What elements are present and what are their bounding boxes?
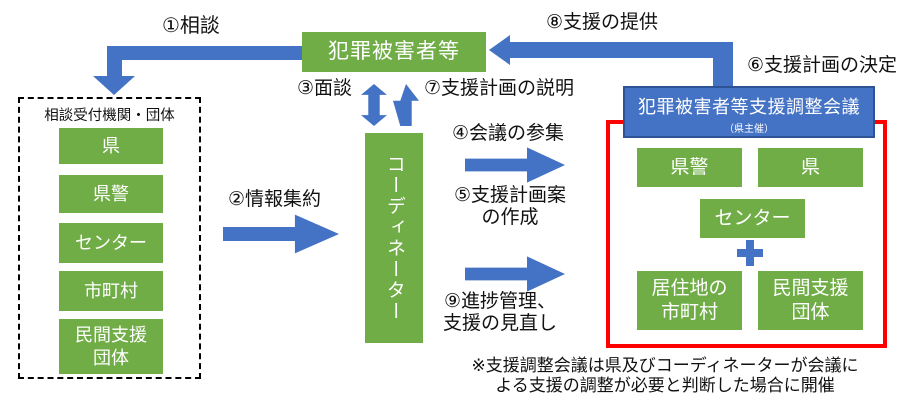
council-member-residence-municipality: 居住地の 市町村 (637, 271, 742, 330)
step9-progress-label: ⑨進捗管理、 支援の見直し (442, 291, 557, 334)
step5-draft-plan-label: ⑤支援計画案 の作成 (453, 185, 567, 228)
plus-icon (737, 240, 763, 266)
council-member-center: センター (700, 199, 805, 238)
coordinator-box: コーディネーター (365, 133, 423, 343)
reception-group-title: 相談受付機関・団体 (44, 108, 175, 124)
council-member-pref: 県 (758, 148, 863, 187)
footnote: ※支援調整会議は県及びコーディネーターが会議に よる支援の調整が必要と判断した場… (471, 356, 859, 396)
arrow-shaft (107, 46, 303, 60)
step2-arrow (223, 214, 339, 254)
step7-plan-explain-label: ⑦支援計画の説明 (424, 78, 575, 99)
step2-info-label: ②情報集約 (228, 189, 322, 210)
reception-item-pref-police: 県警 (59, 175, 163, 213)
reception-item-municipality: 市町村 (59, 271, 163, 311)
step3-interview-label: ③面談 (297, 78, 353, 99)
step4-arrow (465, 147, 565, 183)
step1-consult-label: ①相談 (162, 15, 220, 37)
crime-victims-box: 犯罪被害者等 (302, 32, 486, 72)
plus-horizontal-bar (737, 249, 763, 257)
arrow-shaft (713, 42, 733, 88)
council-subtitle: （県主催） (724, 124, 774, 135)
reception-item-pref: 県 (59, 128, 163, 164)
step9-arrow (465, 256, 565, 292)
council-member-private-support: 民間支援 団体 (758, 271, 863, 330)
arrow-head-down-icon (93, 76, 135, 95)
arrow-shaft (107, 46, 122, 77)
step4-convene-label: ④会議の参集 (451, 123, 565, 144)
step7-up-arrow (393, 84, 419, 126)
council-title: 犯罪被害者等支援調整会議 (638, 97, 860, 117)
step3-double-arrow (361, 84, 387, 126)
step6-decision-label: ⑥支援計画の決定 (747, 55, 898, 76)
reception-group-frame: 相談受付機関・団体 県 県警 センター 市町村 民間支援 団体 (18, 97, 201, 379)
reception-item-center: センター (59, 223, 163, 263)
council-member-pref-police: 県警 (637, 148, 742, 187)
step8-support-label: ⑧支援の提供 (546, 12, 659, 33)
arrow-head-left-icon (489, 35, 510, 65)
council-header-box: 犯罪被害者等支援調整会議 （県主催） (623, 86, 875, 138)
reception-item-private-support: 民間支援 団体 (59, 319, 163, 374)
arrow-shaft (509, 42, 733, 58)
